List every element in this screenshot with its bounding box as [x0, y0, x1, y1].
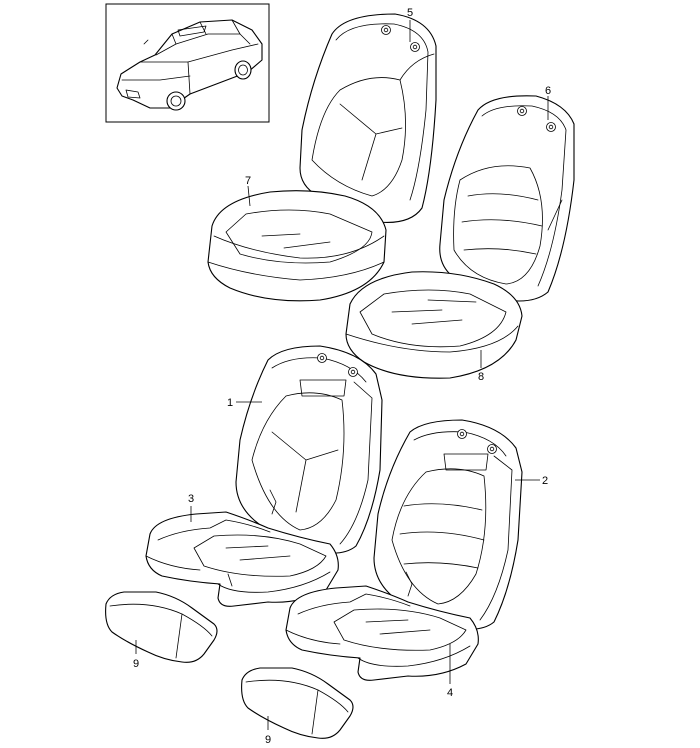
- suv-vehicle-icon: [116, 19, 263, 111]
- part-7-cushion-cover: [207, 190, 387, 302]
- callout-6: 6: [545, 85, 551, 97]
- part-6-backrest-cover: [439, 95, 575, 302]
- callout-labels: 5 6 7 8 1 2 3 4 9 9: [133, 7, 551, 746]
- part-8-cushion-cover: [345, 271, 523, 379]
- part-2-backrest: [373, 419, 523, 630]
- vehicle-thumbnail: [105, 3, 270, 123]
- callout-7: 7: [245, 175, 251, 187]
- callout-2: 2: [542, 475, 548, 487]
- part-4-cushion: [285, 585, 479, 681]
- part-1-backrest: [235, 345, 383, 554]
- part-9-pad-left: [105, 591, 218, 663]
- leader-7: [247, 185, 251, 207]
- part-5-backrest-cover: [299, 13, 437, 223]
- callout-9b: 9: [265, 734, 271, 746]
- callout-3: 3: [188, 493, 194, 505]
- part-9-pad-right: [241, 667, 354, 739]
- callout-1: 1: [227, 397, 233, 409]
- callout-4: 4: [447, 687, 453, 699]
- callout-5: 5: [407, 7, 413, 19]
- callout-8: 8: [478, 371, 484, 383]
- callout-9a: 9: [133, 658, 139, 670]
- leader-lines: [135, 20, 549, 730]
